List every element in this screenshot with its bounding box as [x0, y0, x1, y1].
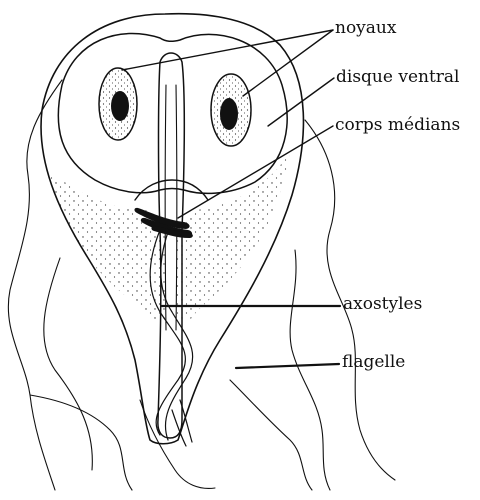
axostyle-inner-left — [165, 85, 166, 330]
label-disque-ventral: disque ventral — [336, 69, 459, 86]
axostyle-inner-right — [176, 85, 177, 330]
lower-flagella-right — [230, 380, 312, 490]
right-nucleolus — [220, 98, 238, 130]
left-flagellum-outer — [8, 80, 62, 490]
cytoplasm-stipple — [48, 152, 290, 320]
label-flagelle: flagelle — [342, 354, 405, 371]
left-nucleolus — [111, 91, 129, 121]
bottom-wave — [140, 400, 215, 488]
label-axostyles: axostyles — [343, 296, 422, 313]
left-flagellum-inner — [44, 258, 93, 470]
lower-flagella — [30, 395, 132, 490]
right-flagellum-inner — [290, 250, 330, 490]
leader-noyaux-right — [243, 30, 333, 96]
leader-disque — [268, 78, 334, 126]
disc-center-arc — [135, 180, 208, 200]
label-corps-medians: corps médians — [335, 117, 460, 134]
label-noyaux: noyaux — [335, 20, 396, 37]
ventral-disc — [58, 33, 287, 193]
leader-flagelle — [236, 364, 339, 368]
